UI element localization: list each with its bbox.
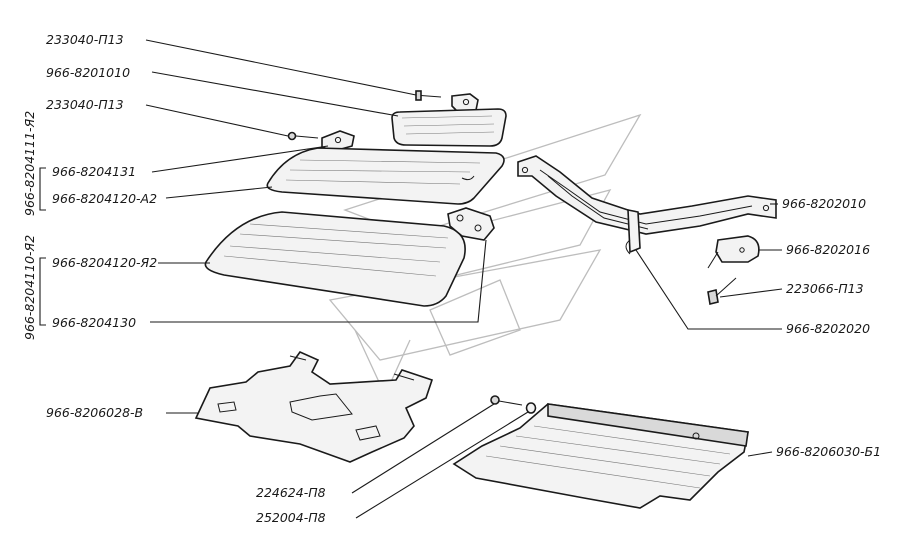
clip-screw <box>707 277 737 305</box>
label-screw-clip: 223066-П13 <box>786 281 864 296</box>
leader-hook <box>635 249 782 330</box>
label-group-upper: 966-8204111-Я2 <box>22 111 37 216</box>
leader-bolt-mirror <box>145 39 417 96</box>
label-visor-upper: 966-8204120-А2 <box>52 191 157 206</box>
leader-washer-tray <box>355 411 529 519</box>
clamp-bracket <box>517 155 777 255</box>
group-bracket-lower <box>39 257 46 326</box>
label-washer-tray: 252004-П8 <box>256 510 326 525</box>
leader-bolt-visor <box>145 104 289 137</box>
tray-washer <box>525 402 537 414</box>
clip <box>707 235 760 269</box>
tray-right <box>452 403 749 509</box>
label-bolt-mirror: 233040-П13 <box>46 32 124 47</box>
group-bracket-upper <box>39 167 46 211</box>
label-clip: 966-8202016 <box>786 242 870 257</box>
leader-visor-pivot <box>150 239 487 323</box>
visor-bolt <box>287 131 319 141</box>
tray-screw <box>490 395 523 406</box>
label-group-lower: 966-8204110-Я2 <box>22 235 37 340</box>
label-hinge-bracket: 966-8204131 <box>52 164 136 179</box>
tray-left <box>194 351 434 463</box>
label-tray-left: 966-8206028-В <box>46 405 143 420</box>
label-bolt-visor: 233040-П13 <box>46 97 124 112</box>
leader-screw-tray <box>351 403 495 494</box>
label-tray-right: 966-8206030-Б1 <box>776 444 881 459</box>
label-mirror: 966-8201010 <box>46 65 130 80</box>
label-hook: 966-8202020 <box>786 321 870 336</box>
leader-tray-right <box>747 451 773 457</box>
label-visor-pivot: 966-8204130 <box>52 315 136 330</box>
leader-hinge-bracket <box>151 145 329 173</box>
sun-visor-lower <box>204 211 466 307</box>
leader-visor-upper <box>165 186 273 199</box>
rear-view-mirror <box>391 108 507 147</box>
visor-pivot <box>447 207 495 241</box>
leader-screw-clip <box>719 288 783 298</box>
sun-visor-upper <box>266 147 505 205</box>
mirror-bolt <box>415 90 442 101</box>
label-screw-tray: 224624-П8 <box>256 485 326 500</box>
label-visor-lower: 966-8204120-Я2 <box>52 255 157 270</box>
label-clamp-bracket: 966-8202010 <box>782 196 866 211</box>
leader-mirror <box>151 71 399 117</box>
